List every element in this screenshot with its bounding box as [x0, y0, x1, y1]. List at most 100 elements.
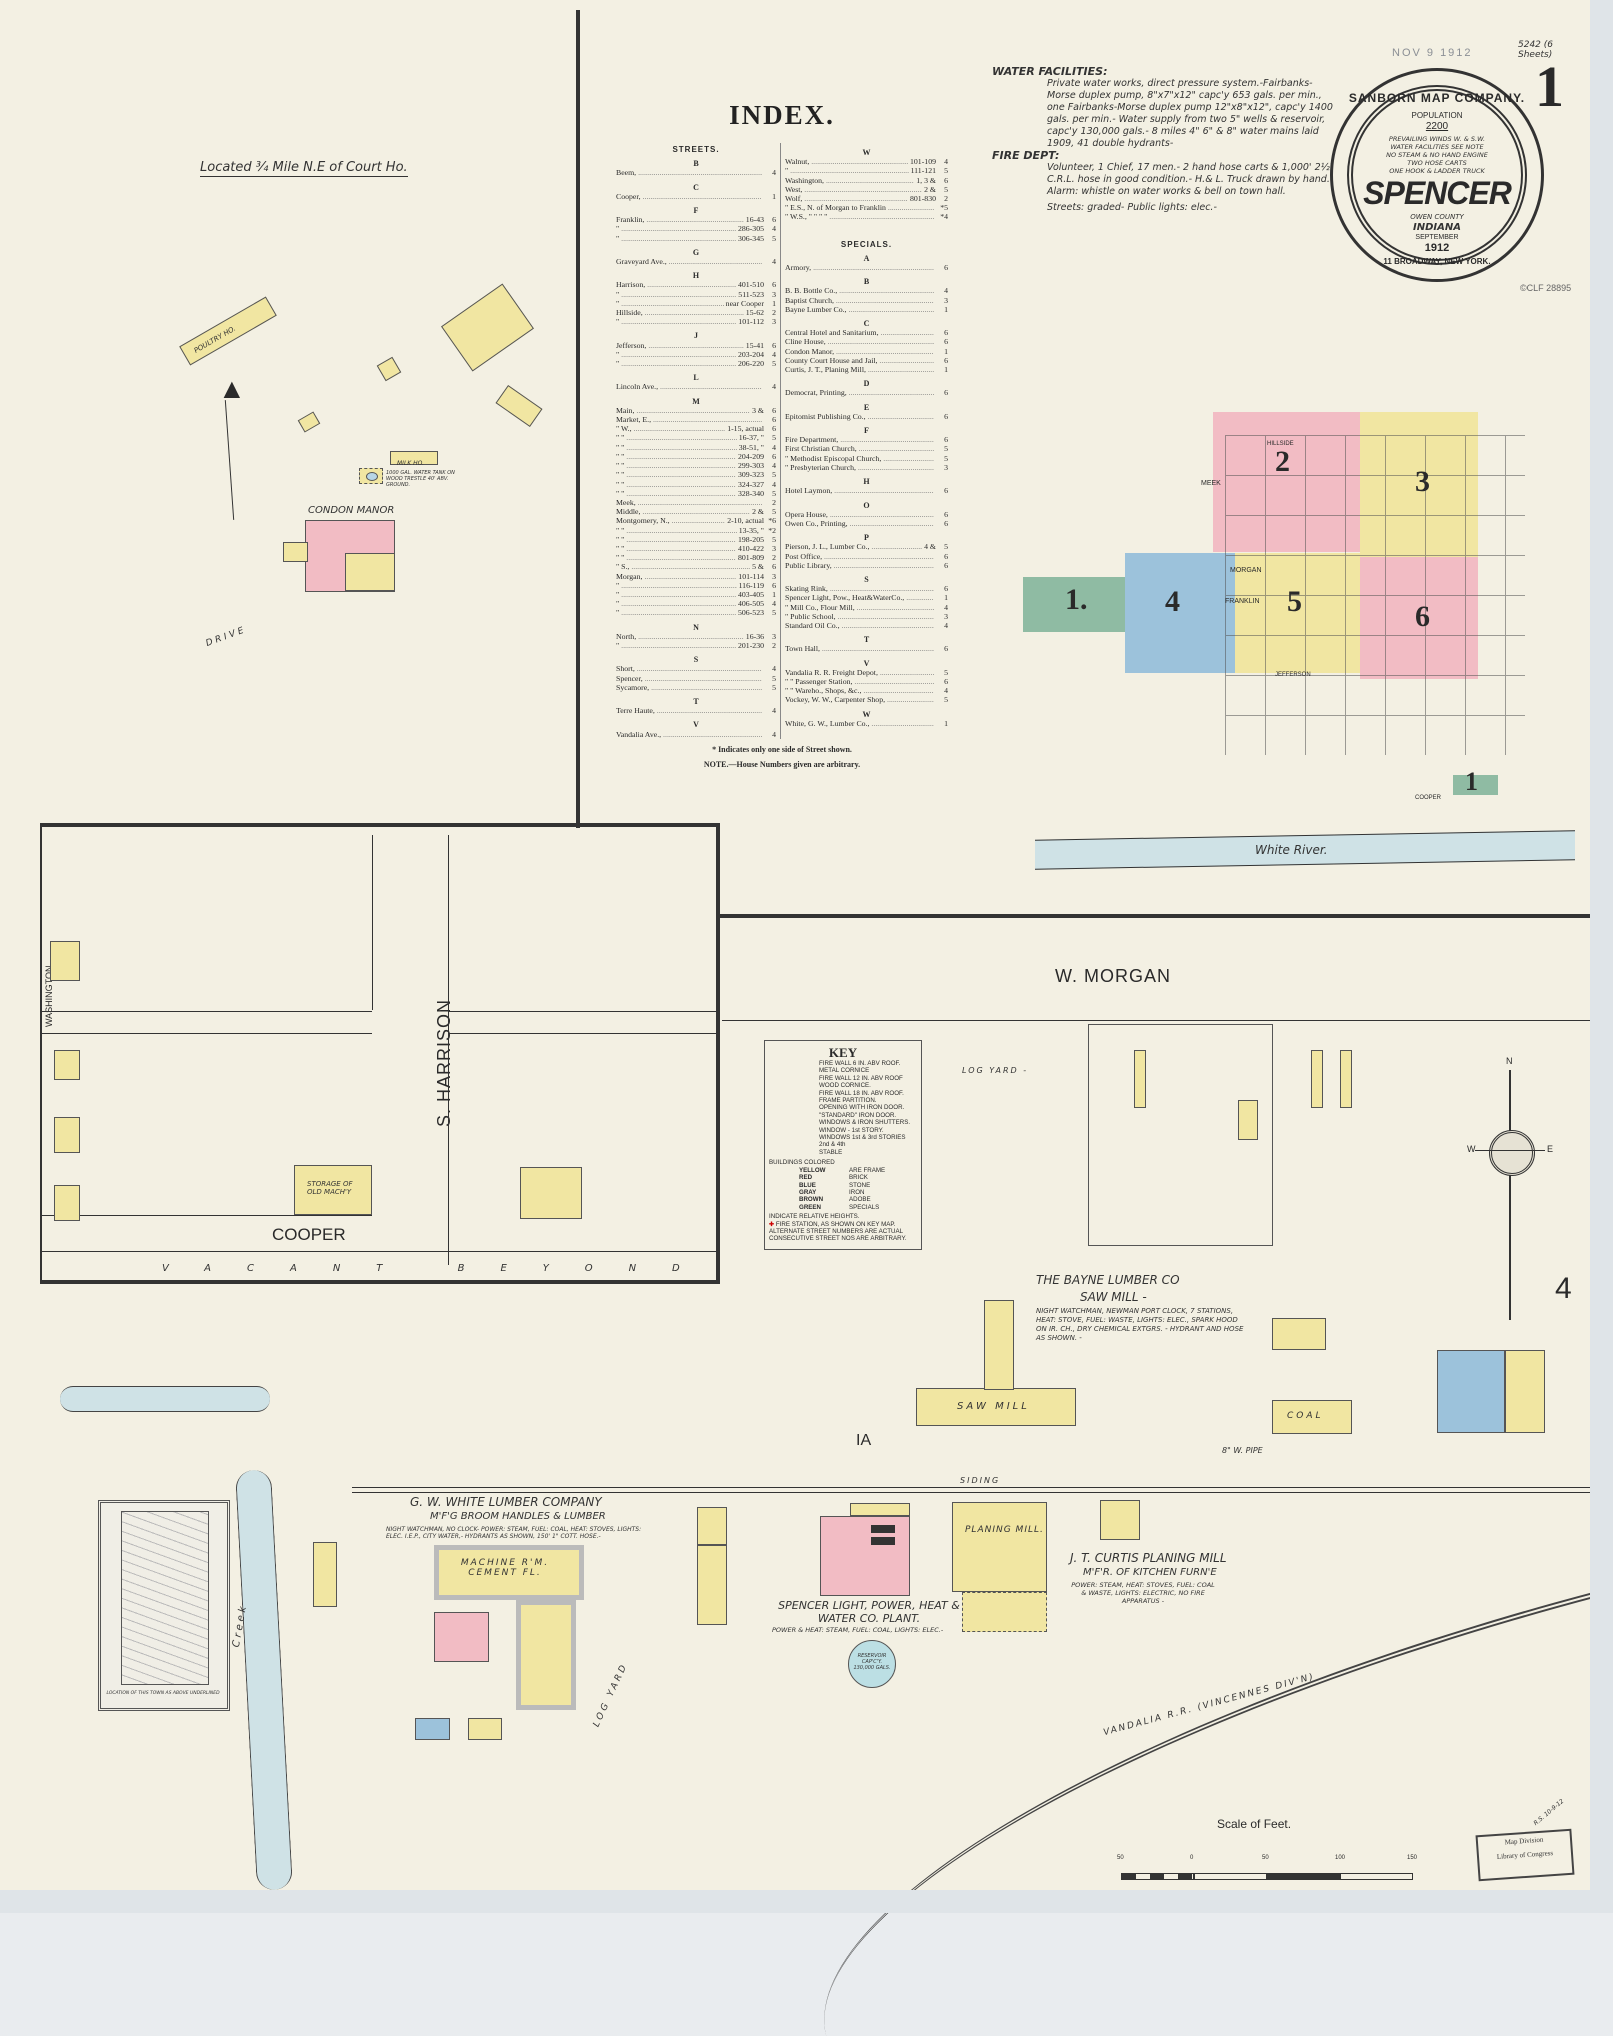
index-sheet: 6 — [944, 435, 948, 445]
index-row: " Mill Co., Flour Mill,4 — [785, 603, 948, 612]
compass-e: E — [1547, 1144, 1554, 1154]
index-name: " — [616, 599, 736, 608]
index-range: 4 & — [924, 542, 936, 552]
key-item: FRAME PARTITION. — [819, 1097, 877, 1105]
index-row: " "16-37, "5 — [616, 433, 776, 442]
index-range: 201-230 — [738, 640, 764, 650]
index-name: " " — [616, 443, 737, 452]
index-range: 401-510 — [738, 280, 764, 290]
index-sheet: 5 — [944, 166, 948, 176]
index-range: 204-209 — [738, 451, 764, 461]
water-tank — [359, 468, 383, 484]
index-name: Sycamore, — [616, 683, 762, 692]
index-name: " " — [616, 544, 736, 553]
cabinet-shop — [1100, 1500, 1140, 1540]
index-sheet: 6 — [944, 328, 948, 338]
indiana-inset-map: LOCATION OF THIS TOWN AS ABOVE UNDERLINE… — [98, 1500, 230, 1711]
index-sheet: 3 — [772, 631, 776, 641]
seal-ring — [1347, 85, 1527, 265]
street-morgan: MORGAN — [1230, 567, 1262, 574]
index-letter: H — [692, 271, 700, 281]
street-grid — [1225, 435, 1525, 755]
index-sheet: 6 — [944, 337, 948, 347]
index-name: Vandalia Ave., — [616, 730, 762, 739]
street-jefferson: JEFFERSON — [1275, 672, 1311, 678]
w-morgan-label: W. MORGAN — [1055, 966, 1171, 986]
index-range: 101-109 — [910, 157, 936, 167]
index-range: 198-205 — [738, 534, 764, 544]
index-name: North, — [616, 632, 744, 641]
index-range: 3 & — [752, 405, 764, 415]
index-sheet: 5 — [772, 488, 776, 498]
index-name: Franklin, — [616, 215, 744, 224]
index-name: Walnut, — [785, 157, 908, 166]
key-item: OPENING WITH IRON DOOR. — [819, 1104, 905, 1112]
index-sheet: 4 — [772, 257, 776, 267]
district-4-number: 4 — [1165, 585, 1180, 618]
district-4-area — [1125, 553, 1236, 673]
index-sheet: 6 — [772, 340, 776, 350]
seal-population: 2200 — [1425, 121, 1449, 132]
index-sheet: 6 — [772, 215, 776, 225]
index-sheet: 5 — [944, 695, 948, 705]
siding-label: SIDING — [960, 1476, 1001, 1485]
index-letter: W — [862, 148, 871, 157]
compass-needle — [1509, 1070, 1511, 1320]
index-sheet: 3 — [772, 317, 776, 327]
key-consec-numbers: CONSECUTIVE STREET NOS ARE ARBITRARY. — [769, 1235, 907, 1243]
index-sheet: *5 — [940, 203, 948, 213]
index-name: Meek, — [616, 498, 762, 507]
index-letter: T — [863, 635, 870, 645]
compass-w: W — [1467, 1144, 1476, 1154]
index-name: " " — [616, 489, 736, 498]
index-letter: S — [693, 655, 699, 665]
frame-building-right — [1505, 1350, 1545, 1433]
key-item: WINDOWS & IRON SHUTTERS. — [819, 1119, 911, 1127]
seal-company: SANBORN MAP COMPANY. — [1348, 91, 1526, 105]
key-color-name: GRAY — [799, 1188, 817, 1196]
curtis-text: POWER: STEAM, HEAT: STOVES, FUEL: COAL &… — [1071, 1581, 1215, 1605]
scale-segment-minor — [1121, 1873, 1194, 1880]
stone-shed-white — [415, 1718, 450, 1740]
index-range: 101-112 — [738, 317, 764, 327]
dwelling-403 — [1134, 1050, 1146, 1108]
index-sheet: 4 — [772, 664, 776, 674]
index-sheet: 2 — [772, 308, 776, 318]
index-sheet: 4 — [772, 442, 776, 452]
scale-tick-50: 50 — [1262, 1855, 1269, 1861]
index-range: 206-220 — [738, 359, 764, 369]
index-sheet: 6 — [772, 580, 776, 590]
bayne-office — [984, 1300, 1014, 1390]
index-title: INDEX. — [729, 100, 835, 130]
index-name: " — [616, 317, 736, 326]
index-letter: M — [692, 396, 700, 406]
index-sheet: 4 — [944, 602, 948, 612]
index-sheet: 2 — [772, 497, 776, 507]
seal-state: INDIANA — [1413, 222, 1461, 233]
index-letter: V — [693, 720, 699, 730]
index-sheet: 5 — [772, 359, 776, 369]
sanborn-seal: SANBORN MAP COMPANY. POPULATION 2200 PRE… — [1330, 68, 1544, 282]
seal-line-5: ONE HOOK & LADDER TRUCK — [1389, 167, 1485, 175]
w-morgan-line — [722, 1020, 1590, 1021]
reservoir: RESERVOIR CAP'C'Y. 130,000 GALS. — [848, 1640, 896, 1688]
machine-room: MACHINE R'M. CEMENT FL. — [434, 1545, 584, 1600]
street-franklin: FRANKLIN — [1225, 598, 1260, 605]
index-row: Montgomery, N.,2-10, actual*6 — [616, 516, 776, 525]
index-row: B. B. Bottle Co.,4 — [785, 286, 948, 295]
index-name: Wolf, — [785, 194, 908, 203]
index-range: 16-37, " — [738, 433, 764, 443]
index: INDEX. STREETS. BBeem,4CCooper,1FFrankli… — [612, 100, 952, 769]
key-item: 2nd & 4th — [819, 1141, 846, 1149]
water-facilities-title: WATER FACILITIES: — [992, 65, 1108, 78]
facility-notes: WATER FACILITIES: Private water works, d… — [992, 66, 1338, 214]
divider-vertical-middle — [716, 823, 720, 1283]
index-range: 111-121 — [910, 166, 936, 176]
index-sheet: 5 — [772, 682, 776, 692]
